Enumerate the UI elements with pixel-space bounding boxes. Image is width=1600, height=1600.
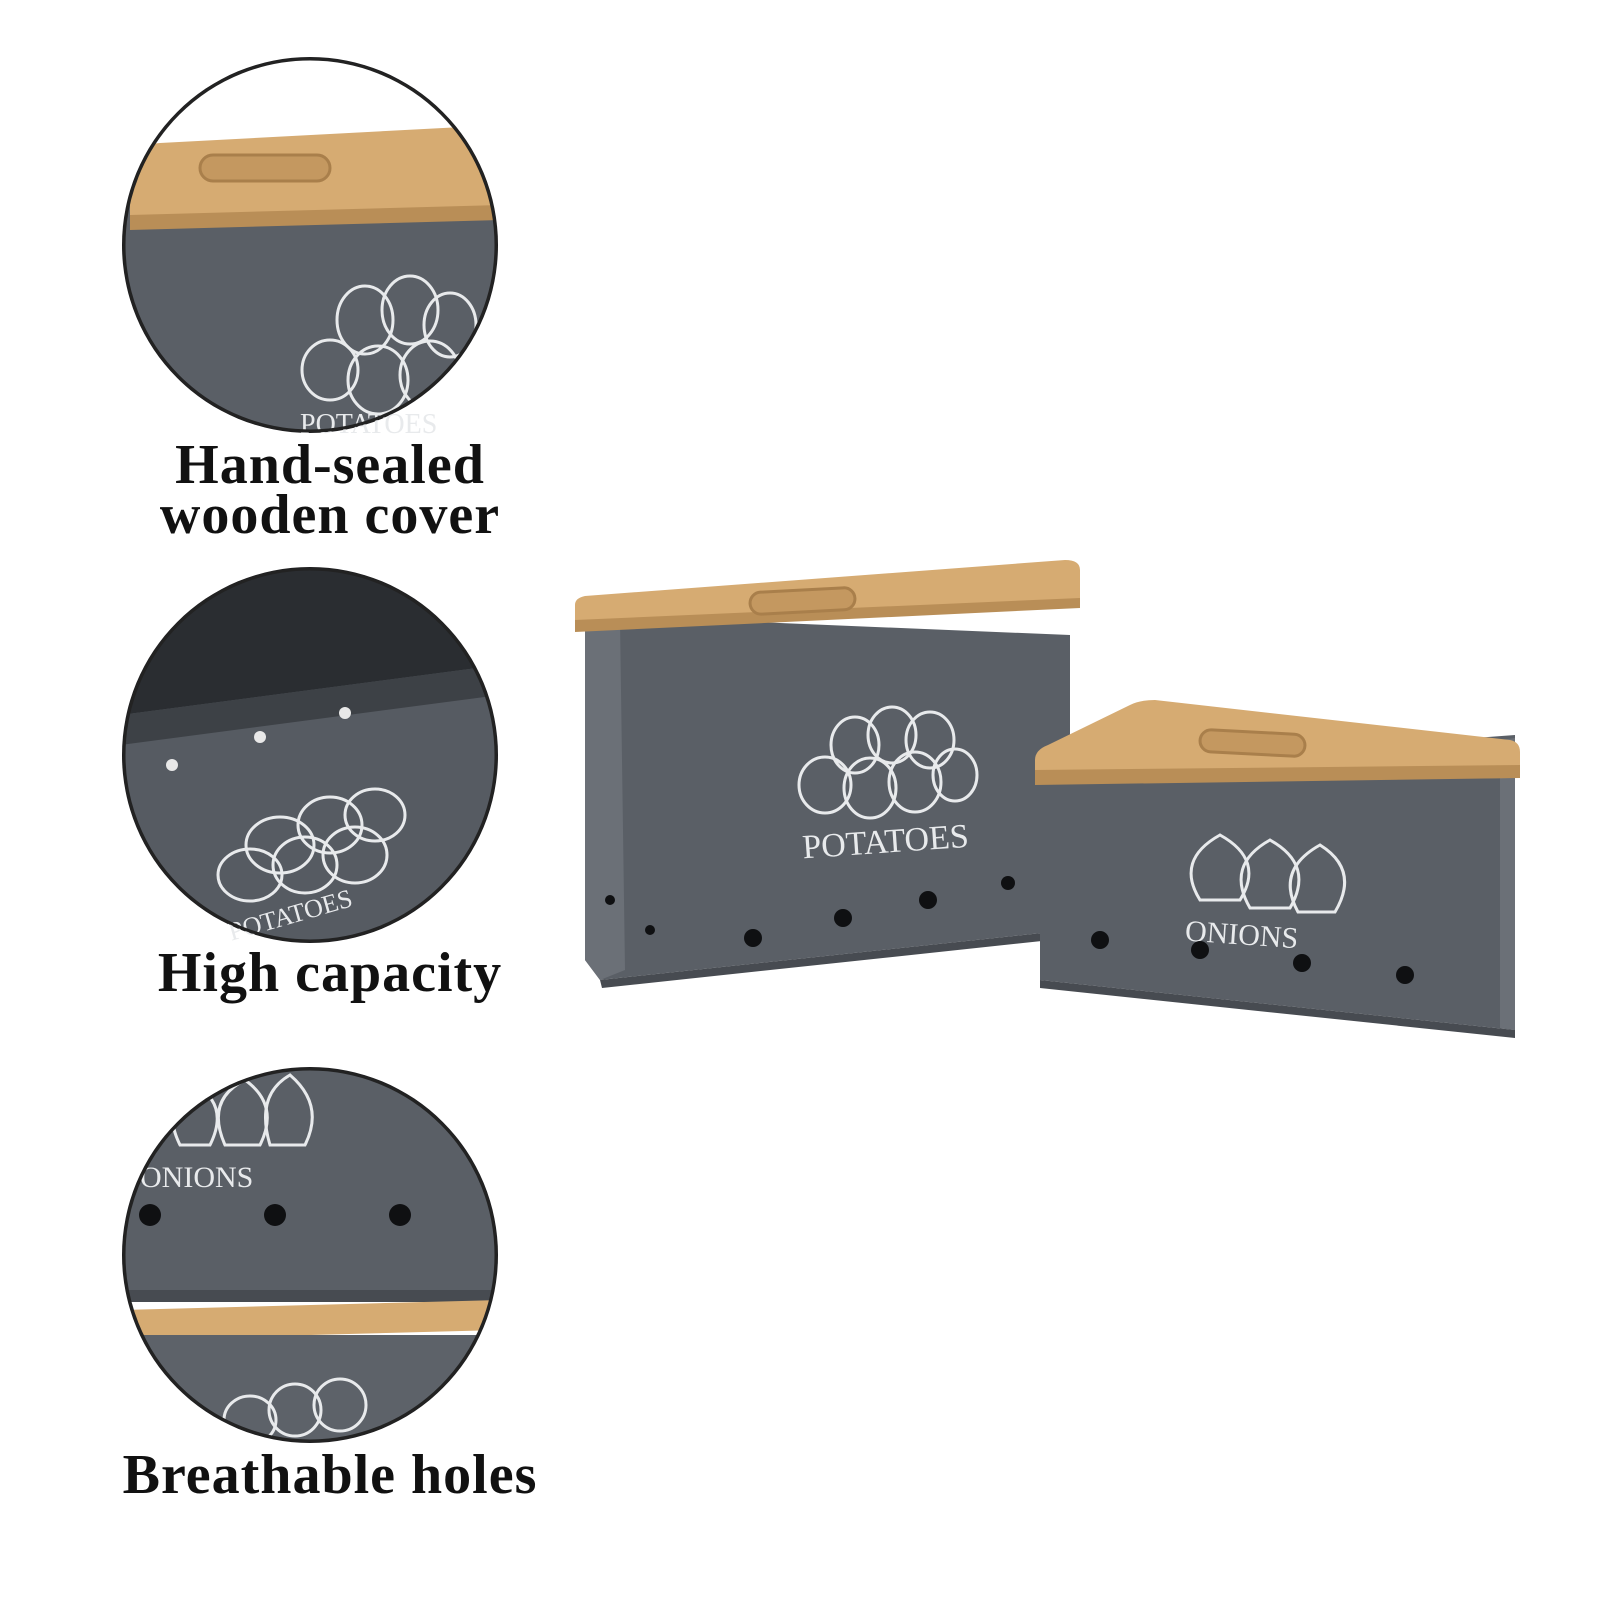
caption-high-capacity-line1: High capacity	[157, 942, 503, 1004]
caption-wooden-cover-line1: Hand-sealed	[175, 434, 485, 496]
feature-breathable-holes: ONIONS Breathable holes	[0, 1040, 660, 1600]
vent-holes-closeup-image: ONIONS	[122, 1067, 498, 1443]
feature-wooden-cover: POTATOES Hand-sealed wooden cover	[0, 0, 660, 560]
onion-bin-onions-print	[1189, 833, 1347, 914]
feature-high-capacity: POTATOES High capacity	[0, 560, 660, 1040]
interior-closeup-image: POTATOES	[122, 567, 498, 945]
caption-breathable-holes-line1: Breathable holes	[122, 1444, 538, 1506]
caption-wooden-cover: Hand-sealed wooden cover	[0, 434, 660, 546]
caption-wooden-cover-line2: wooden cover	[159, 484, 501, 546]
vent-holes-onions-print: ONIONS	[140, 1161, 253, 1194]
potato-bin-potatoes-print	[797, 705, 979, 820]
onion-bin: ONIONS	[1035, 700, 1520, 1038]
caption-high-capacity: High capacity	[0, 942, 660, 1004]
potato-bin: POTATOES	[575, 560, 1080, 988]
caption-breathable-holes: Breathable holes	[0, 1444, 660, 1506]
product-set-image: POTATOES ONIONS	[575, 560, 1520, 1038]
wooden-cover-closeup-image: POTATOES	[122, 57, 498, 435]
